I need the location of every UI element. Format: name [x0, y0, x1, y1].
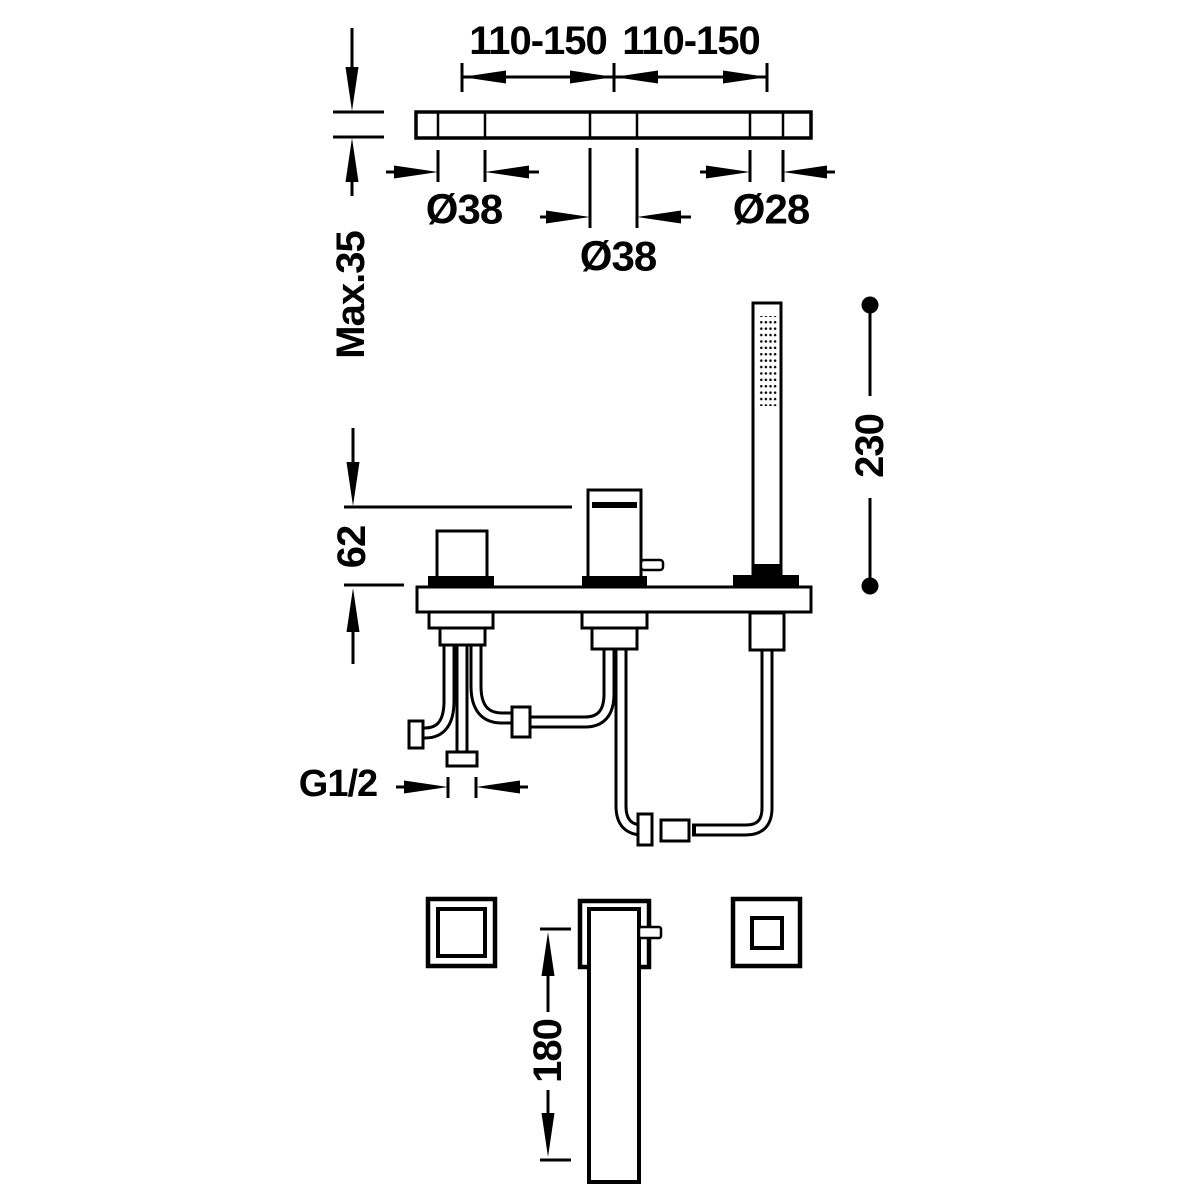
front-view: 180 — [425, 896, 803, 1184]
elbow-fitting — [407, 719, 425, 750]
height-230-dimension: 230 — [848, 296, 892, 595]
dim-label-g12: G1/2 — [299, 763, 377, 805]
handle-side — [428, 529, 494, 586]
height-62-dimension: 62 — [330, 428, 572, 664]
handshower-grip-band — [753, 564, 781, 576]
dim-label-hole-left: Ø38 — [426, 186, 503, 233]
deck-segment — [781, 110, 813, 140]
holder-front-right — [730, 896, 803, 969]
dim-label-hole-center: Ø38 — [580, 233, 657, 280]
hole-dim-right: Ø28 — [700, 150, 835, 233]
max-thickness-dimension: Max.35 — [329, 28, 384, 359]
top-view-deck-section: 110-150 110-150 Max.35 Ø38 Ø38 — [329, 19, 835, 359]
dim-label-max-thickness: Max.35 — [329, 231, 373, 359]
handle-base-plate — [428, 576, 494, 586]
deck-segment — [635, 110, 752, 140]
holder-shank — [748, 611, 786, 652]
union-fitting — [510, 705, 532, 739]
supply-pipes — [412, 638, 774, 837]
length-180-dimension: 180 — [526, 927, 571, 1162]
g12-thread-cap — [445, 750, 479, 768]
handle-shank-nut — [438, 626, 487, 647]
dim-label-span-left: 110-150 — [469, 19, 607, 63]
mixer-shank — [580, 610, 649, 630]
dim-label-hole-right: Ø28 — [733, 186, 810, 233]
handshower-side — [733, 301, 799, 586]
spout-lever — [637, 925, 663, 940]
handle-shank — [427, 610, 495, 630]
hole-dim-left: Ø38 — [386, 150, 539, 233]
deck-bar-outline — [414, 110, 813, 140]
side-view: 62 230 G1/2 — [299, 296, 892, 847]
span-dimension: 110-150 110-150 — [460, 19, 769, 92]
dim-label-span-right: 110-150 — [622, 19, 760, 63]
thread-g12-dimension: G1/2 — [299, 763, 528, 805]
hose-fitting — [636, 812, 654, 847]
dim-label-62: 62 — [330, 526, 374, 569]
mixer-cap-seam — [592, 502, 637, 508]
hose-nut — [659, 818, 691, 843]
deck-segment — [483, 110, 592, 140]
hole-dim-center: Ø38 — [540, 148, 691, 280]
deck-side-section — [415, 585, 813, 614]
dim-label-180: 180 — [526, 1019, 570, 1083]
mixer-lever — [639, 558, 665, 572]
mixer-base-plate — [582, 576, 647, 586]
handshower-spray-face — [758, 316, 777, 406]
spout-column — [587, 907, 641, 1184]
under-deck-fittings — [407, 610, 786, 847]
dim-label-230: 230 — [848, 414, 892, 478]
deck-segment — [414, 110, 440, 140]
handshower-holder-base — [733, 575, 799, 586]
handle-front-left — [425, 896, 498, 969]
mixer-shank-nut — [590, 626, 639, 651]
spout-front — [577, 898, 663, 1184]
mixer-side — [582, 488, 665, 586]
